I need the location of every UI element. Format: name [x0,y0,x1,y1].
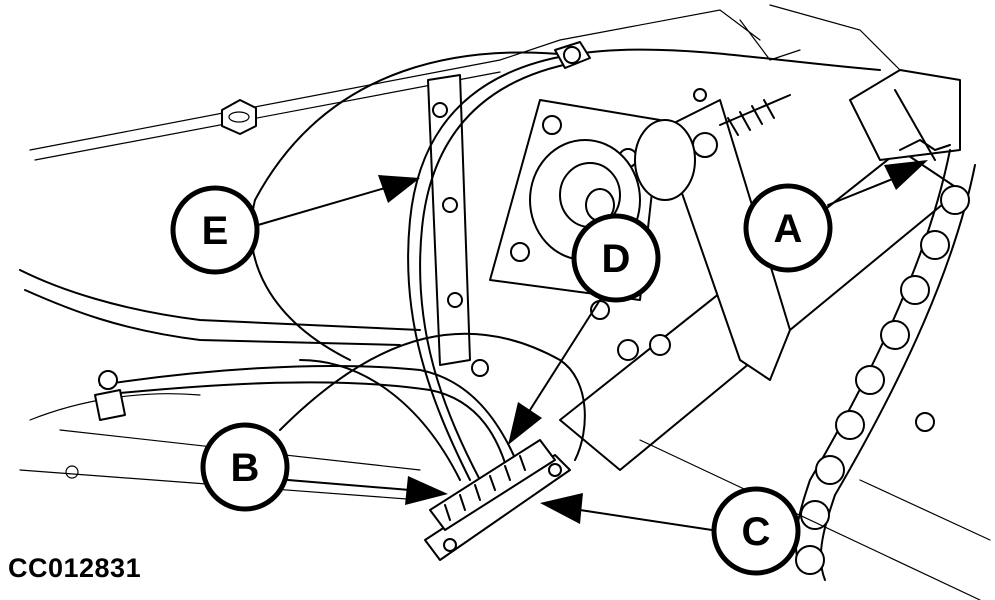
lower-housing [65,359,991,600]
arrowhead-a [884,160,928,190]
callout-d: D [571,213,661,303]
arrowhead-b [405,476,448,505]
sensor-housing [849,69,961,161]
arrowhead-d [508,402,542,445]
callout-e-label: E [202,209,229,253]
wire-harness [94,41,951,481]
spring-linkage [634,88,791,381]
callout-b: B [200,422,290,512]
callout-d-label: D [602,237,631,281]
pointer-arrows [257,160,928,531]
callout-b-label: B [231,446,260,490]
callout-a-label: A [774,207,803,251]
callout-e: E [170,185,260,275]
callout-a: A [743,183,833,273]
callout-c: C [711,486,801,576]
terminal-block [424,439,571,561]
arrowhead-e [378,175,420,203]
arrowhead-c [540,493,583,524]
figure-id-label: CC012831 [8,553,142,583]
callout-c-label: C [742,510,771,554]
top-clamp-bolt [221,99,257,135]
vertical-bracket [427,74,471,366]
